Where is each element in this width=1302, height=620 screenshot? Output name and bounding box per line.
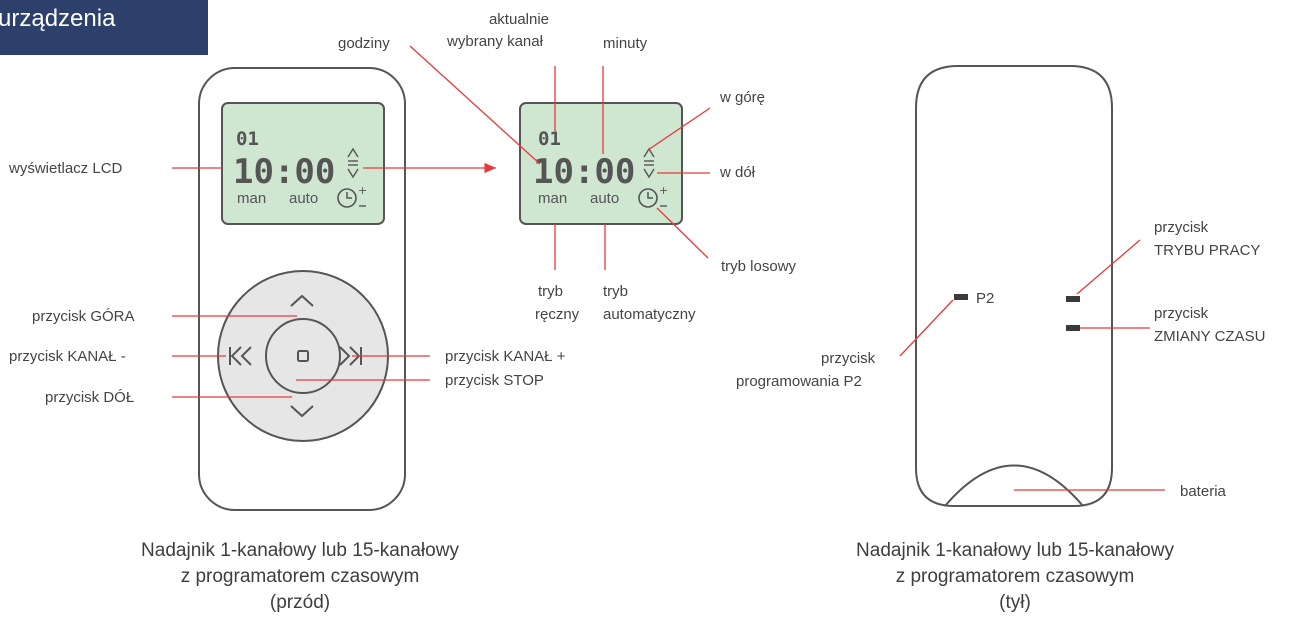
up-down-arrows-icon (347, 147, 359, 179)
down-chevron-icon[interactable] (290, 405, 314, 418)
front-lcd-channel: 01 (236, 128, 259, 150)
battery-cover (944, 464, 1084, 507)
time-change-button[interactable] (1066, 325, 1080, 331)
label-minutes: minuty (603, 35, 648, 52)
lcd-detail: 01 10:00 man auto + godziny aktualnie wy… (338, 11, 797, 323)
back-caption-line-2: z programatorem czasowym (896, 566, 1135, 587)
label-automatic-1: tryb (603, 283, 628, 300)
p2-button[interactable] (954, 294, 968, 300)
work-mode-button[interactable] (1066, 296, 1080, 302)
detail-lcd-time: 10:00 (533, 152, 635, 192)
label-stop-button: przycisk STOP (445, 372, 544, 389)
label-current-channel-2: wybrany kanał (446, 33, 544, 50)
label-down-button: przycisk DÓŁ (45, 389, 134, 406)
stop-button[interactable] (265, 318, 341, 394)
label-up: w górę (719, 89, 765, 106)
back-caption-line-1: Nadajnik 1-kanałowy lub 15-kanałowy (856, 540, 1174, 561)
label-random: tryb losowy (721, 258, 797, 275)
front-caption-line-2: z programatorem czasowym (181, 566, 420, 587)
clock-plus-minus-icon: + (638, 184, 668, 208)
lcd-detail-screen (519, 102, 683, 225)
label-channel-plus: przycisk KANAŁ + (445, 348, 566, 365)
header-title: urządzenia (0, 5, 116, 32)
back-remote: P2 przycisk TRYBU PRACY przycisk ZMIANY … (736, 65, 1265, 613)
front-caption-line-3: (przód) (270, 592, 330, 613)
label-manual-1: tryb (538, 283, 563, 300)
back-caption-line-3: (tył) (999, 592, 1031, 613)
label-time-change-1: przycisk (1154, 305, 1209, 322)
label-programming-2: programowania P2 (736, 373, 862, 390)
svg-text:+: + (659, 184, 668, 197)
label-lcd: wyświetlacz LCD (8, 160, 123, 177)
label-time-change-2: ZMIANY CZASU (1154, 328, 1265, 345)
label-channel-minus: przycisk KANAŁ - (9, 348, 126, 365)
detail-lcd-man: man (538, 190, 567, 207)
front-remote-body (198, 67, 406, 511)
back-remote-body (915, 65, 1113, 507)
front-lcd-auto: auto (289, 190, 318, 207)
detail-lcd-channel: 01 (538, 128, 561, 150)
stop-icon (297, 350, 309, 362)
label-hours: godziny (338, 35, 390, 52)
label-manual-2: ręczny (535, 306, 580, 323)
label-up-button: przycisk GÓRA (32, 308, 135, 325)
front-caption-line-1: Nadajnik 1-kanałowy lub 15-kanałowy (141, 540, 459, 561)
label-programming-1: przycisk (821, 350, 876, 367)
up-chevron-icon[interactable] (290, 294, 314, 307)
label-work-mode-1: przycisk (1154, 219, 1209, 236)
front-remote: 01 10:00 man auto + (8, 67, 566, 613)
detail-lcd-auto: auto (590, 190, 619, 207)
label-automatic-2: automatyczny (603, 306, 696, 323)
label-down: w dół (719, 164, 756, 181)
label-battery: bateria (1180, 483, 1227, 500)
header-banner: urządzenia (0, 0, 208, 55)
p2-text: P2 (976, 290, 994, 307)
front-lcd-time: 10:00 (233, 152, 335, 192)
label-current-channel-1: aktualnie (489, 11, 549, 28)
channel-minus-icon[interactable] (229, 346, 252, 366)
svg-text:+: + (358, 184, 367, 197)
front-lcd-screen: 01 10:00 man auto + (221, 102, 385, 225)
clock-plus-minus-icon: + (337, 184, 367, 208)
front-lcd-man: man (237, 190, 266, 207)
front-keypad (217, 270, 389, 442)
label-work-mode-2: TRYBU PRACY (1154, 242, 1260, 259)
